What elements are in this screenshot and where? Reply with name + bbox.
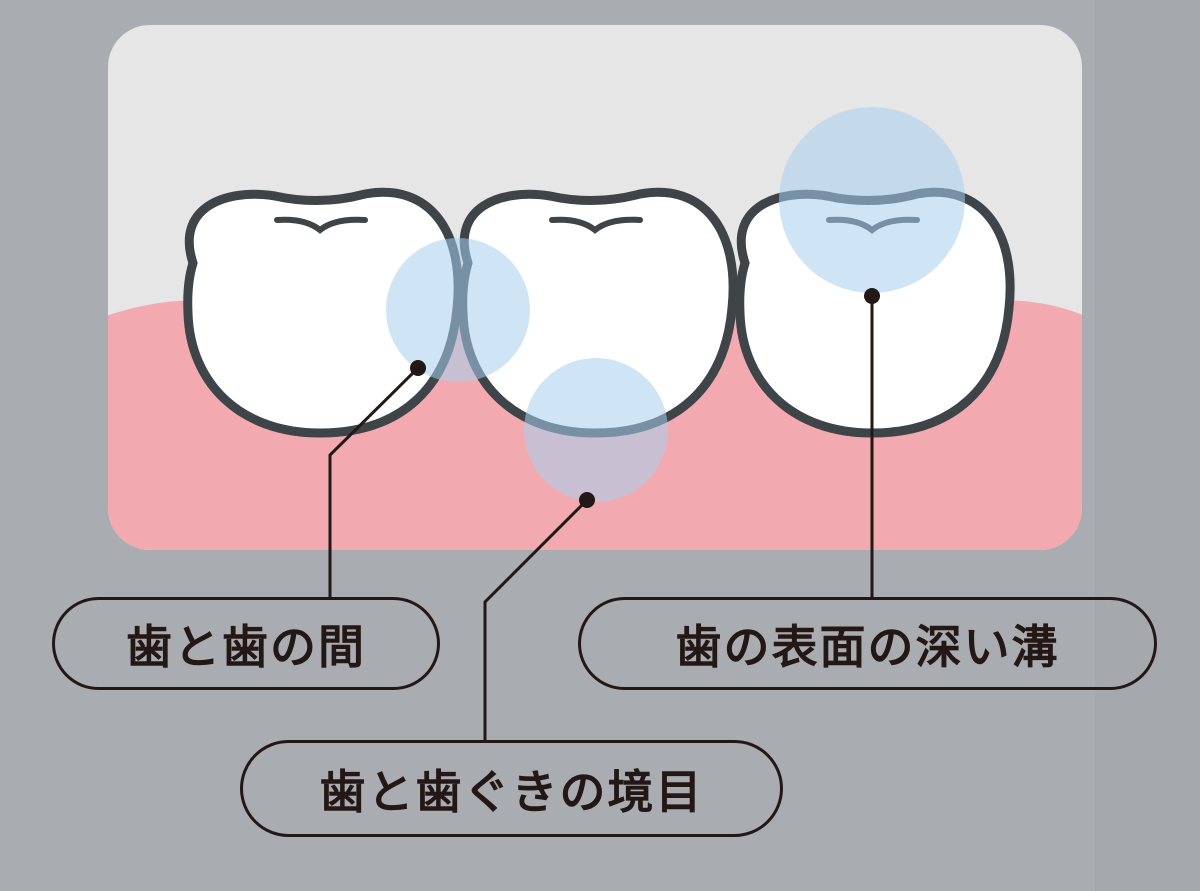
label-interdental: 歯と歯の間 xyxy=(52,597,440,690)
label-text: 歯と歯ぐきの境目 xyxy=(319,764,704,819)
label-gumline: 歯と歯ぐきの境目 xyxy=(240,740,783,837)
label-text: 歯の表面の深い溝 xyxy=(675,619,1060,674)
highlight-fissure xyxy=(779,107,965,293)
highlight-interdental xyxy=(386,238,530,382)
background-strip xyxy=(1095,0,1200,891)
leader-line-interdental xyxy=(328,366,420,598)
label-fissure: 歯の表面の深い溝 xyxy=(578,597,1157,690)
highlight-gumline xyxy=(524,358,668,502)
leader-line-gumline xyxy=(483,498,589,740)
dot-interdental xyxy=(410,360,426,376)
dot-gumline xyxy=(579,492,595,508)
label-text: 歯と歯の間 xyxy=(126,619,366,674)
dot-fissure xyxy=(864,288,880,304)
